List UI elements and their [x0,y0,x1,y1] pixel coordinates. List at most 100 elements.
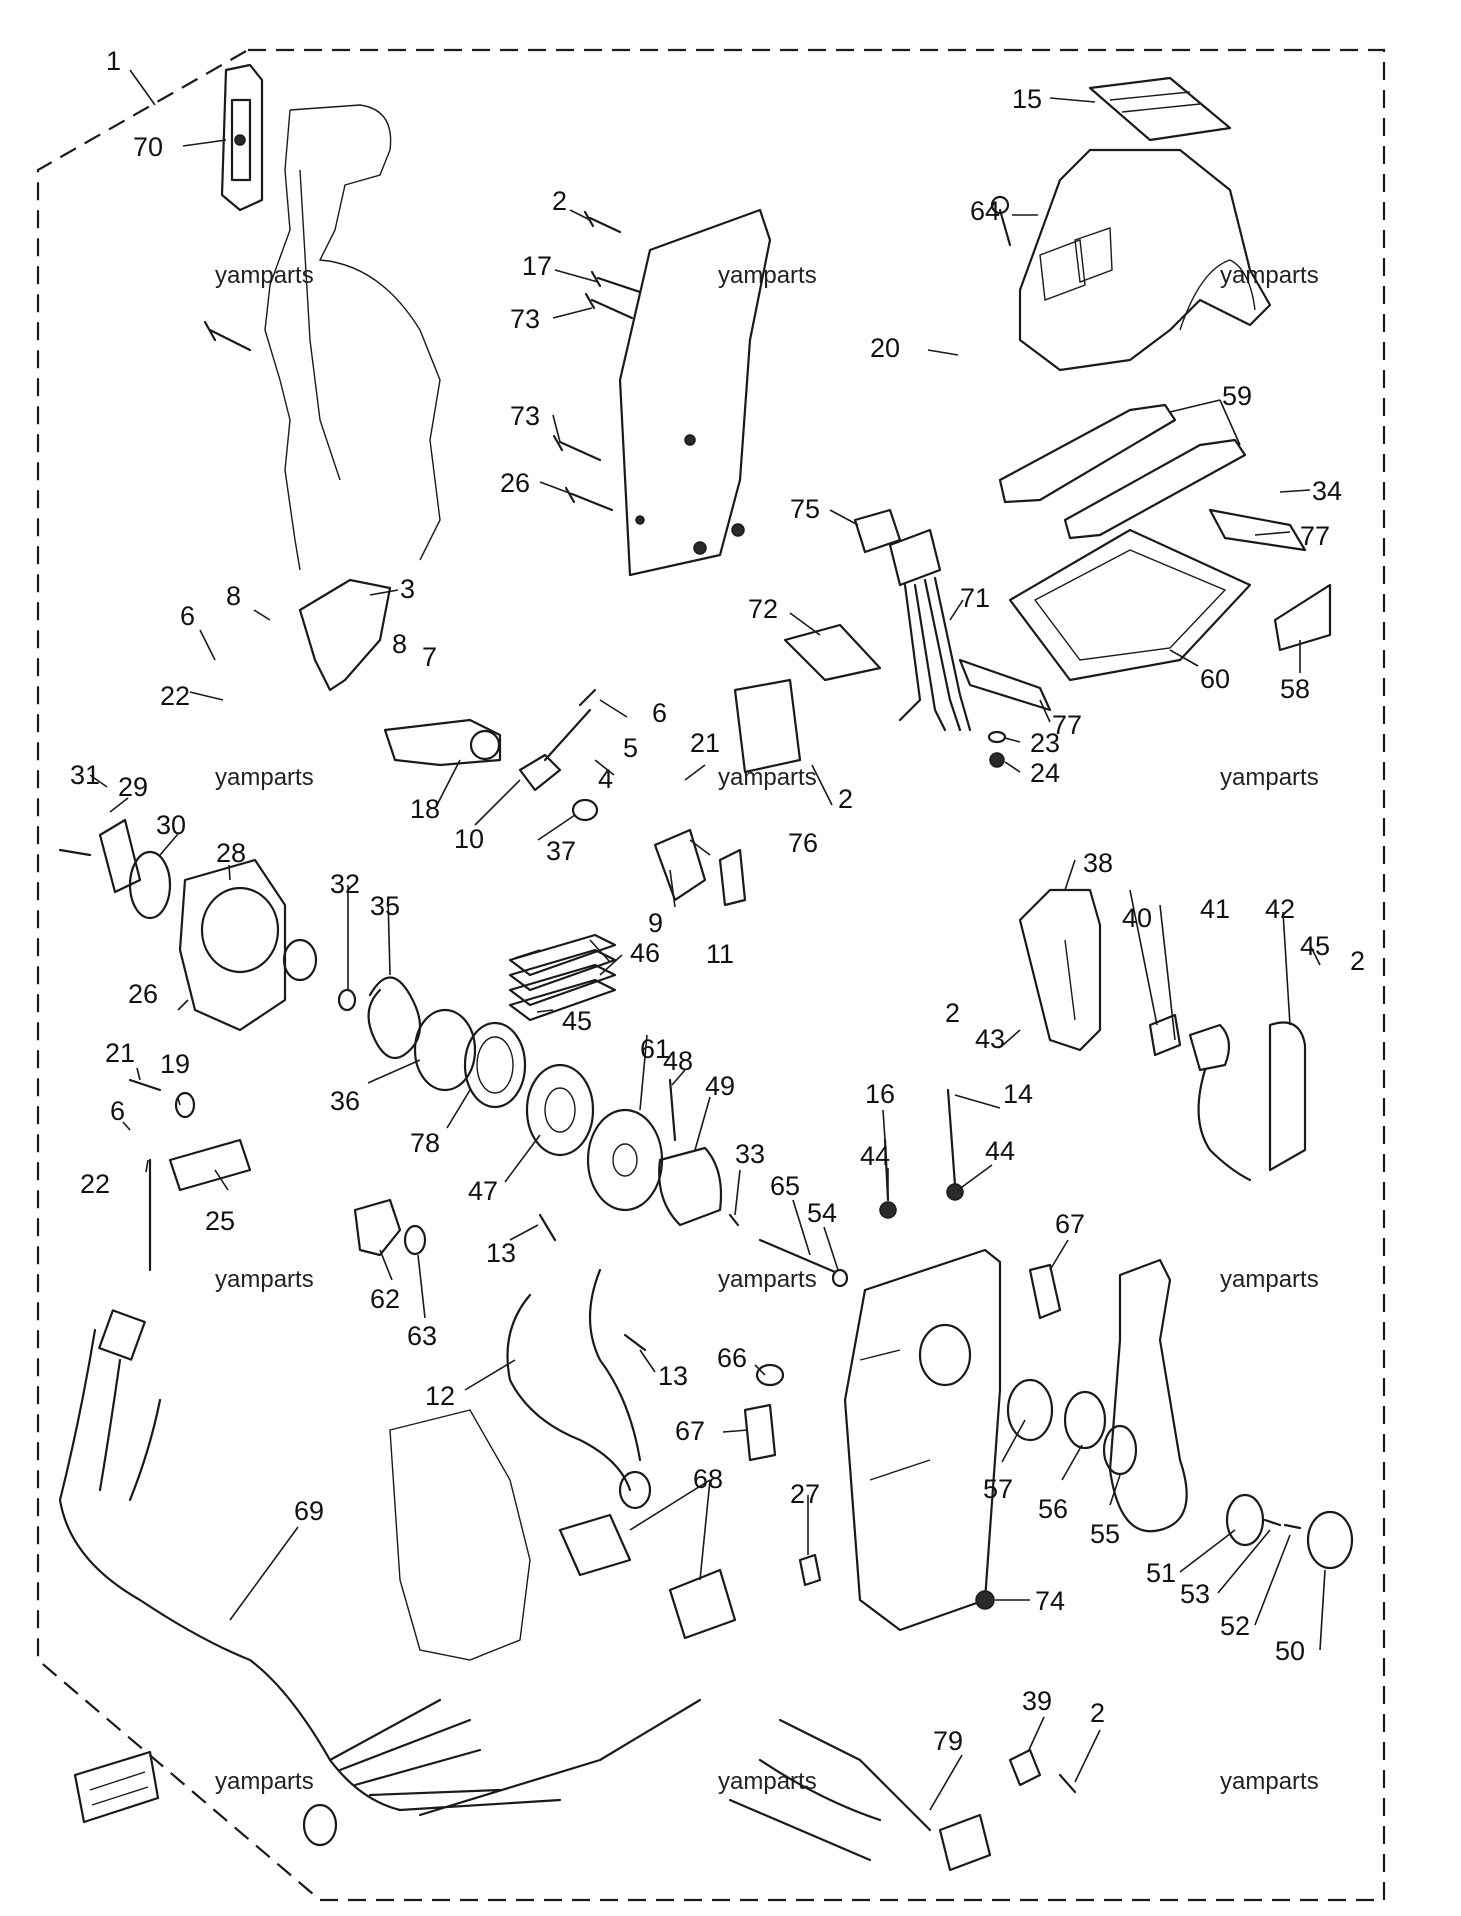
callout-36: 36 [330,1086,360,1116]
control-lever-shaft [299,169,341,481]
part-69-connector-top [98,1309,146,1361]
callout-56: 56 [1038,1494,1068,1524]
callout-37: 37 [546,836,576,866]
callout-26: 26 [128,979,158,1009]
callout-28: 28 [216,838,246,868]
part-55-ring [1102,1424,1138,1476]
callout-71: 71 [960,583,990,613]
callout-54: 54 [807,1198,837,1228]
callout-42: 42 [1265,894,1295,924]
part-42-housing [1268,1021,1307,1172]
plate-hole [731,523,745,537]
callout-39: 39 [1022,1686,1052,1716]
callout-19: 19 [160,1049,190,1079]
callout-52: 52 [1220,1611,1250,1641]
callout-49: 49 [705,1071,735,1101]
watermark: yamparts [1220,1768,1319,1795]
label-lines [1109,91,1201,113]
watermark: yamparts [718,1266,817,1293]
callout-15: 15 [1012,84,1042,114]
screw-73b [552,434,602,462]
plate-hole [684,434,696,446]
part-69-branch-wires [328,1698,702,1817]
callout-78: 78 [410,1128,440,1158]
plate-hole [635,515,645,525]
lower-lever-outline [389,1409,531,1661]
part-63-washer [403,1224,427,1256]
assembly-boundary [36,48,1386,1902]
callout-4: 4 [598,764,613,794]
callout-1: 1 [106,46,121,76]
part-57-ring [1006,1378,1054,1442]
part-13-screw-a [538,1213,557,1242]
watermark: yamparts [718,764,817,791]
callout-2: 2 [552,186,567,216]
callout-45: 45 [1300,931,1330,961]
callout-29: 29 [118,772,148,802]
part-68-connector-b [668,1568,737,1640]
callout-47: 47 [468,1176,498,1206]
part-47-gear-inner [544,1087,576,1133]
callout-59: 59 [1222,381,1252,411]
part-14-stud [946,1088,957,1187]
part-76-bracket [733,678,802,774]
callout-61: 61 [640,1034,670,1064]
main-control-housing [843,1248,1002,1632]
part-47-gear [525,1063,595,1157]
callout-43: 43 [975,1024,1005,1054]
watermark: yamparts [215,764,314,791]
callout-79: 79 [933,1726,963,1756]
callout-41: 41 [1200,894,1230,924]
part-71-wiring [898,576,972,732]
housing-bearing-bore [918,1323,972,1387]
part-40-clip [1148,1013,1182,1057]
part-67-pad [1028,1263,1062,1320]
part-78-seal [463,1021,527,1109]
callout-74: 74 [1035,1586,1065,1616]
part-65-shaft [758,1238,837,1274]
callout-48: 48 [663,1046,693,1076]
part-12-connector [618,1470,652,1510]
callout-27: 27 [790,1479,820,1509]
part-4-rod [543,708,592,762]
part-59-rail-upper [998,403,1177,504]
screw-73 [584,292,634,320]
housing-ribs [859,1349,931,1481]
watermark: yamparts [1220,262,1319,289]
part-13-screw-b [623,1333,647,1352]
part-60-gasket [1008,528,1252,682]
part-28-housing [178,858,287,1032]
part-68-connector-a [558,1513,632,1577]
callout-2: 2 [1350,946,1365,976]
callout-51: 51 [1146,1558,1176,1588]
part-74-nut [975,1590,995,1610]
part-38-slot [1064,939,1076,1021]
screw-64 [990,195,1012,247]
part-61-washer [586,1108,664,1212]
part-21-screw [128,1078,162,1092]
part-62-bracket [353,1198,402,1257]
callout-2: 2 [838,784,853,814]
screw-2-bottom [1058,1773,1077,1794]
callout-64: 64 [970,196,1000,226]
part-56-ring [1063,1390,1107,1450]
part-52-screw [1283,1523,1302,1530]
callout-73: 73 [510,304,540,334]
part-54-washer [831,1268,849,1288]
screw-2-top [583,210,622,234]
part-23-washer [987,730,1007,744]
callout-63: 63 [407,1321,437,1351]
part-36-ring [413,1008,477,1092]
part-5-pin [578,688,597,707]
callout-65: 65 [770,1171,800,1201]
watermark: yamparts [718,1768,817,1795]
callout-30: 30 [156,810,186,840]
callout-24: 24 [1030,758,1060,788]
callout-22: 22 [160,681,190,711]
callout-7: 7 [422,642,437,672]
part-27-block [798,1553,822,1587]
callout-10: 10 [454,824,484,854]
part-58 [1273,583,1332,652]
part-29-plate [98,818,142,894]
